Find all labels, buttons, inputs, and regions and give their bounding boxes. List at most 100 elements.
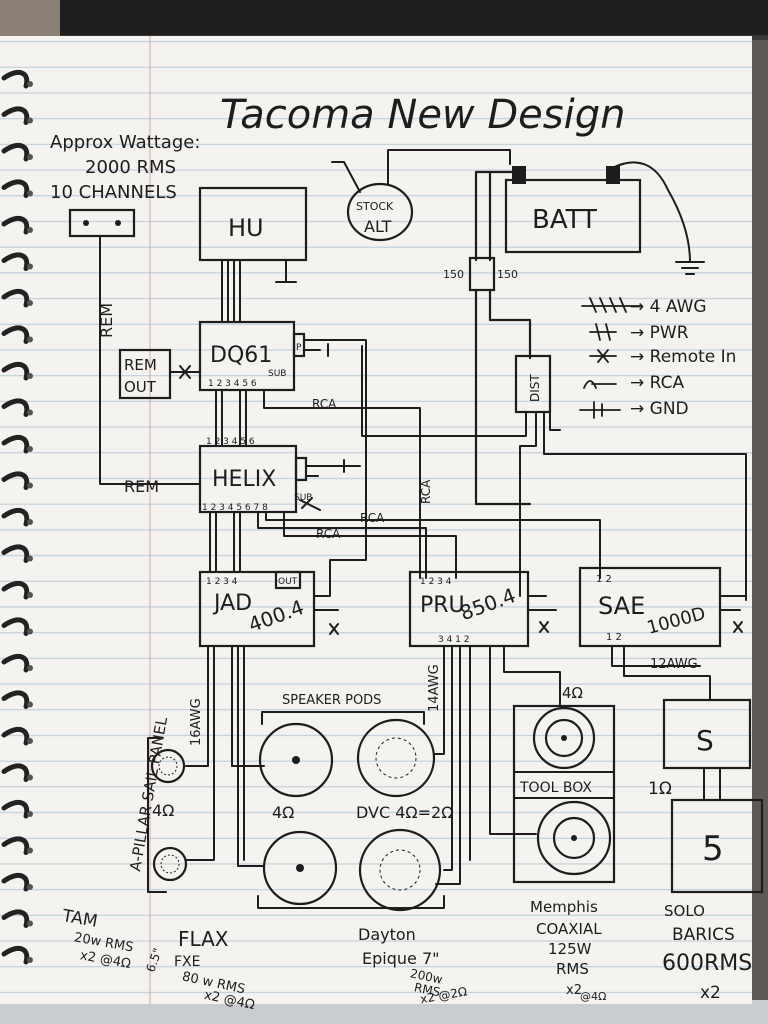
spiral-ring xyxy=(1,945,30,965)
legend: → 4 AWG → PWR → Remote In → RCA → GND xyxy=(579,297,736,419)
spiral-ring xyxy=(1,544,30,563)
spiral-ring xyxy=(1,836,30,855)
punch-hole xyxy=(27,701,33,708)
sae-bottom-channels: 1 2 xyxy=(606,632,622,643)
rem-vertical-label: REM xyxy=(97,303,116,338)
note-text-65: Dayton xyxy=(358,925,416,944)
punch-hole xyxy=(27,446,33,452)
pod-speaker-bottom-right xyxy=(358,828,442,912)
punch-hole xyxy=(27,774,33,781)
spiral-ring xyxy=(1,69,30,89)
legend-pwr: → PWR xyxy=(630,323,689,343)
note-text-68: RMS xyxy=(413,980,442,999)
helix-sub: SUB xyxy=(294,493,312,503)
note-text-67: 200w xyxy=(409,966,444,987)
punch-hole xyxy=(27,665,33,671)
note-text-72: 125W xyxy=(548,940,592,958)
subwoofer-2: 5 xyxy=(670,798,764,894)
pru-bottom-channels: 3 4 1 2 xyxy=(438,635,470,645)
punch-hole xyxy=(27,154,33,160)
note-text-79: x2 xyxy=(700,983,721,1003)
legend-rca: → RCA xyxy=(630,373,684,393)
note-text-74: x2 xyxy=(566,983,582,998)
spiral-ring xyxy=(1,361,30,381)
punch-hole xyxy=(27,920,33,927)
punch-hole xyxy=(27,227,33,233)
note-text-73: RMS xyxy=(556,960,589,978)
note-text-61: FLAX xyxy=(178,927,229,951)
rem-horizontal-label: REM xyxy=(124,477,159,496)
punch-hole xyxy=(27,592,33,598)
punch-hole xyxy=(27,957,33,963)
spiral-ring xyxy=(1,690,30,709)
tweeter-bottom xyxy=(152,846,188,882)
spiral-ring xyxy=(1,872,30,892)
head-unit-label: HU xyxy=(228,214,264,242)
fuse-right-label: 150 xyxy=(497,268,518,281)
note-text-78: 600RMS xyxy=(662,951,752,976)
spiral-ring xyxy=(1,434,30,454)
spiral-ring xyxy=(1,799,30,819)
jad-label: JAD xyxy=(212,591,252,616)
rem-out-label-1: REM xyxy=(124,356,157,374)
subwoofer-1: S xyxy=(662,698,752,770)
dq61-p: P xyxy=(296,343,302,353)
pod-impedance: 4Ω xyxy=(272,803,294,822)
rem-out-label-2: OUT xyxy=(124,378,157,396)
note-text-77: BARICS xyxy=(672,925,735,945)
helix-bottom-channels: 1 2 3 4 5 6 7 8 xyxy=(202,503,268,513)
dq61-sub: SUB xyxy=(268,369,286,379)
punch-hole xyxy=(27,811,33,817)
legend-4awg: → 4 AWG xyxy=(630,297,707,317)
jad-out-label: OUT xyxy=(278,577,298,587)
note-text-66: Epique 7" xyxy=(362,949,439,968)
punch-hole xyxy=(27,373,33,379)
memphis-note: Memphis COAXIAL 125W RMS x2 @4Ω xyxy=(530,898,606,1003)
awg14-label: 14AWG xyxy=(427,664,442,712)
battery: BATT xyxy=(504,166,642,254)
solo-note: SOLO BARICS 600RMS x2 xyxy=(662,902,752,1003)
sae-top-channels: 1 2 xyxy=(596,574,612,585)
punch-hole xyxy=(27,81,33,87)
spiral-ring xyxy=(1,507,30,527)
pod-speaker-top-left xyxy=(258,722,334,798)
punch-hole xyxy=(27,555,33,562)
note-text-75: @4Ω xyxy=(580,990,606,1003)
dq61-channels: 1 2 3 4 5 6 xyxy=(208,379,257,389)
sub2-label: 5 xyxy=(702,829,724,869)
punch-hole xyxy=(27,263,33,270)
spiral-ring xyxy=(1,398,30,417)
dvc-impedance: DVC 4Ω=2Ω xyxy=(356,803,453,822)
punch-hole xyxy=(27,300,33,306)
helix-label: HELIX xyxy=(212,467,276,492)
rem-out-box: REM OUT xyxy=(118,348,172,400)
rca-label-2: RCA xyxy=(316,527,341,541)
dist-label: DIST xyxy=(528,374,542,402)
rca-vertical-label: RCA xyxy=(419,479,433,504)
channels-label: 10 CHANNELS xyxy=(50,182,177,203)
awg12-label: 12AWG xyxy=(650,657,698,672)
spiral-ring xyxy=(1,106,30,125)
sub1-label: S xyxy=(696,724,714,757)
spiral-ring xyxy=(1,471,30,490)
note-text-76: SOLO xyxy=(664,902,705,920)
spiral-binding xyxy=(1,69,33,965)
punch-hole xyxy=(27,847,33,854)
note-text-71: COAXIAL xyxy=(536,920,602,938)
head-unit: HU xyxy=(198,186,308,262)
wattage-value: 2000 RMS xyxy=(85,157,176,178)
spiral-ring xyxy=(1,142,30,162)
battery-label: BATT xyxy=(532,205,597,235)
punch-hole xyxy=(27,190,33,197)
wattage-label: Approx Wattage: xyxy=(50,132,200,153)
dq61-processor: DQ61 1 2 3 4 5 6 SUB P xyxy=(198,320,306,392)
pod-speaker-top-right xyxy=(356,718,436,798)
pod-speaker-bottom-left xyxy=(262,830,338,906)
spiral-ring xyxy=(1,726,30,746)
punch-hole xyxy=(27,519,33,525)
legend-gnd: → GND xyxy=(630,399,689,419)
note-text-62: FXE xyxy=(174,954,201,970)
alt-label: ALT xyxy=(364,217,392,236)
pru-top-channels: 1 2 3 4 xyxy=(420,577,452,587)
